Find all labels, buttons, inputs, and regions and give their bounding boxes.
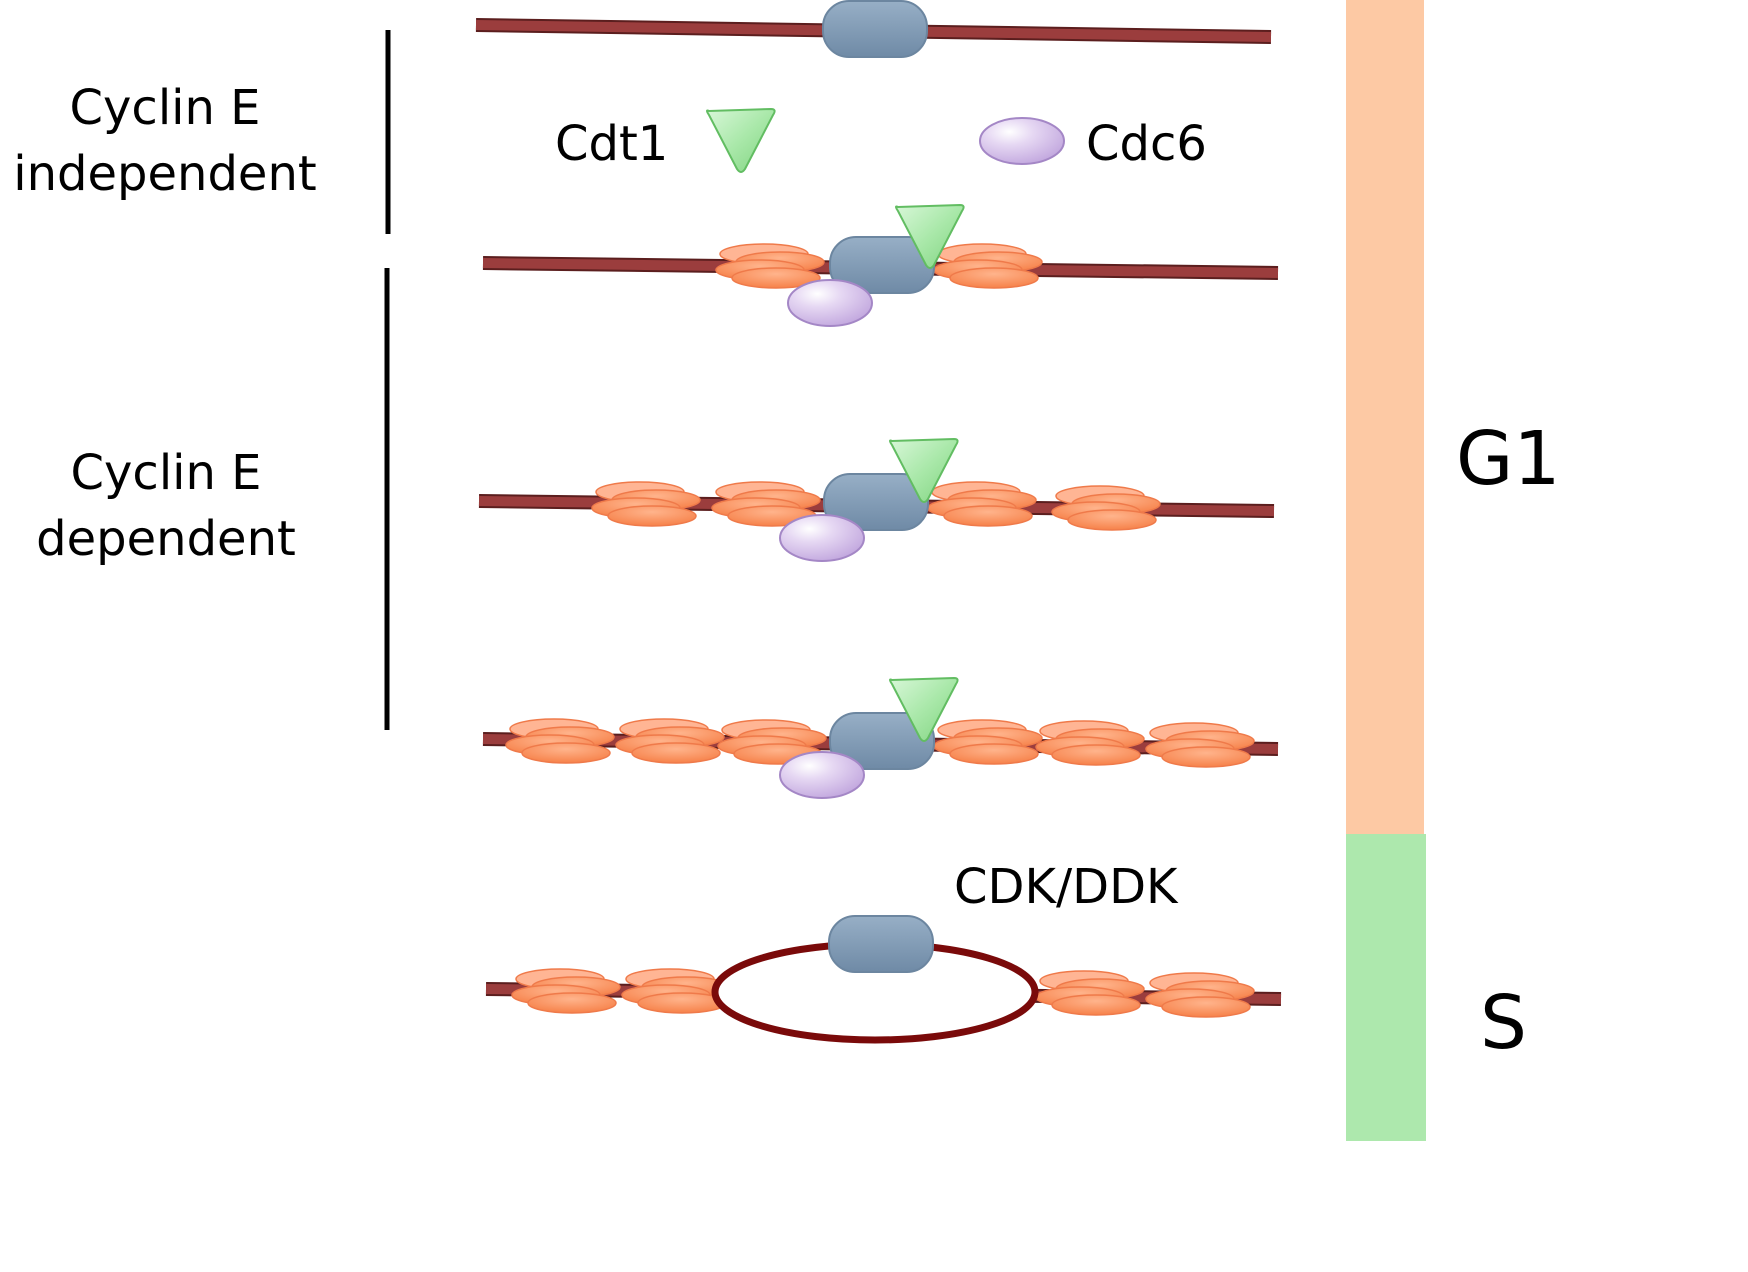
mcm-double-hexamer (591, 481, 701, 527)
cyclin-e-independent-label-line1: Cyclin E (70, 80, 261, 136)
cdc6-symbol (779, 514, 865, 562)
mcm-double-hexamer (1035, 970, 1145, 1016)
s-phase-label: S (1480, 980, 1527, 1066)
g1-phase-label: G1 (1456, 416, 1560, 502)
cyclin-e-independent-label-line2: independent (13, 146, 316, 202)
mcm-double-hexamer (1145, 972, 1255, 1018)
mcm-double-hexamer (1035, 720, 1145, 766)
cdt1-symbol (706, 108, 776, 173)
cdc6-label: Cdc6 (1086, 116, 1207, 172)
g1-phase-bar (1346, 0, 1424, 862)
mcm-double-hexamer (933, 719, 1043, 765)
mcm-double-hexamer (715, 243, 825, 289)
mcm-double-hexamer (1145, 722, 1255, 768)
cdc6-symbol (979, 117, 1065, 165)
s-phase-bar (1346, 834, 1426, 1141)
mcm-double-hexamer (927, 481, 1037, 527)
stage-mcm-loading-3 (482, 677, 1279, 799)
cyclin-e-dependent-label-line2: dependent (36, 511, 296, 567)
replication-licensing-diagram: G1 S Cyclin E independent Cyclin E depen… (13, 0, 1560, 1141)
mcm-double-hexamer (511, 968, 621, 1014)
orc-complex (822, 0, 928, 58)
mcm-double-hexamer (1051, 485, 1161, 531)
stage-orc-binding (475, 0, 1272, 58)
stage-mcm-loading-1 (482, 204, 1279, 327)
cdt1-label: Cdt1 (555, 116, 668, 172)
stage-mcm-loading-2 (478, 438, 1275, 562)
cdk-ddk-label: CDK/DDK (954, 859, 1179, 915)
cyclin-e-dependent-label-line1: Cyclin E (71, 445, 262, 501)
stage-origin-firing (485, 915, 1282, 1044)
mcm-double-hexamer (933, 243, 1043, 289)
orc-complex (828, 915, 934, 973)
cdc6-symbol (779, 751, 865, 799)
cdc6-symbol (787, 279, 873, 327)
mcm-double-hexamer (615, 718, 725, 764)
mcm-double-hexamer (505, 718, 615, 764)
